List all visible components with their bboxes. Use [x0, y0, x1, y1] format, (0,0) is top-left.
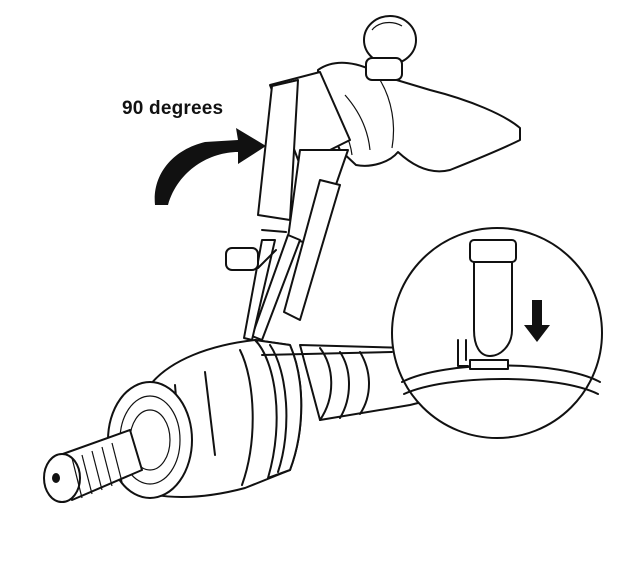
leader-line [261, 351, 393, 356]
hand [317, 61, 521, 173]
rotation-arrow [154, 128, 266, 205]
punch-tool [225, 71, 351, 341]
rotation-label: 90 degrees [122, 98, 224, 119]
punch-knob [363, 15, 417, 81]
detail-inset [391, 227, 603, 439]
splined-shaft [43, 429, 143, 503]
cv-joint-housing [107, 339, 456, 499]
down-arrow-icon [524, 300, 550, 342]
